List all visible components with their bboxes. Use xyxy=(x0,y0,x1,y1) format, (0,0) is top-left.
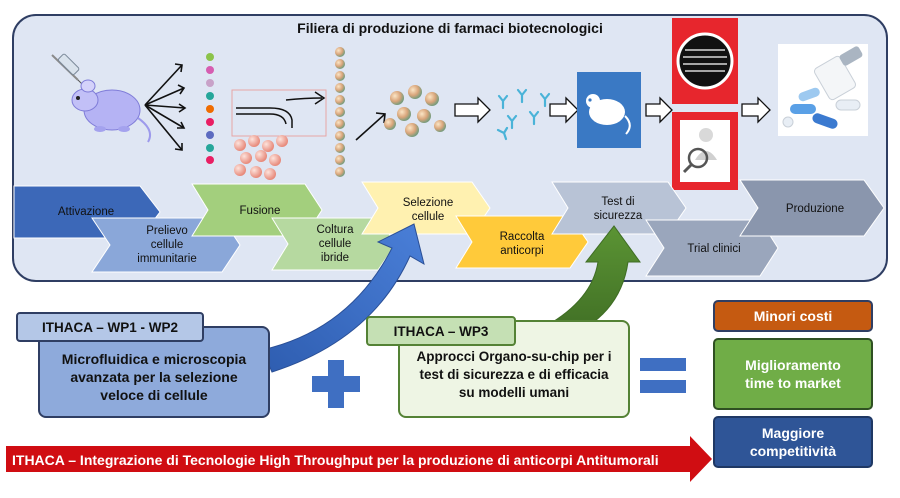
syringe-icon xyxy=(51,53,85,87)
white-arrow-1 xyxy=(454,96,491,124)
fan-arrows xyxy=(144,63,187,151)
plus-icon xyxy=(312,360,360,408)
step-produzione-label: Produzione xyxy=(785,203,845,215)
wp3-line-2: test di sicurezza e di efficacia xyxy=(419,367,609,382)
wp1-line-3: veloce di cellule xyxy=(100,387,208,403)
hybrid-cells-column xyxy=(335,47,345,177)
selected-cells xyxy=(384,85,446,137)
antibodies xyxy=(496,88,551,141)
white-arrow-2 xyxy=(549,96,579,124)
wp3-line-3: su modelli umani xyxy=(458,385,570,400)
step-produzione xyxy=(739,179,885,237)
myeloma-cells xyxy=(234,135,288,180)
mouse-test-icon xyxy=(577,72,641,148)
footer-arrow xyxy=(6,436,712,482)
step-trial-label: Trial clinici xyxy=(687,243,741,255)
immune-cells-column xyxy=(206,53,214,164)
mouse-icon xyxy=(71,79,151,143)
wp1-line-1: Microfluidica e microscopia xyxy=(61,351,247,367)
result-minori-costi: Minori costi xyxy=(713,300,873,332)
magnifier-person-icon xyxy=(672,112,738,190)
process-chevrons xyxy=(13,179,885,277)
diagonal-arrow xyxy=(355,112,386,141)
wp1-tag: ITHACA – WP1 - WP2 xyxy=(16,312,204,342)
step-attivazione-label: Attivazione xyxy=(57,206,115,218)
cell-array-icon xyxy=(672,18,738,104)
fusion-box xyxy=(231,89,327,137)
wp3-line-1: Approcci Organo-su-chip per i xyxy=(416,349,612,364)
footer-title: ITHACA – Integrazione di Tecnologie High… xyxy=(12,452,659,468)
wp1-curved-arrow xyxy=(261,223,425,373)
wp3-tag: ITHACA – WP3 xyxy=(366,316,516,346)
diagram-title: Filiera di produzione di farmaci biotecn… xyxy=(297,20,603,36)
wp1-line-2: avanzata per la selezione xyxy=(70,369,238,385)
pills-icon xyxy=(778,44,868,136)
white-arrow-3 xyxy=(645,96,673,124)
equals-icon xyxy=(640,358,686,393)
step-fusione-label: Fusione xyxy=(239,205,281,217)
white-arrow-4 xyxy=(741,96,771,124)
